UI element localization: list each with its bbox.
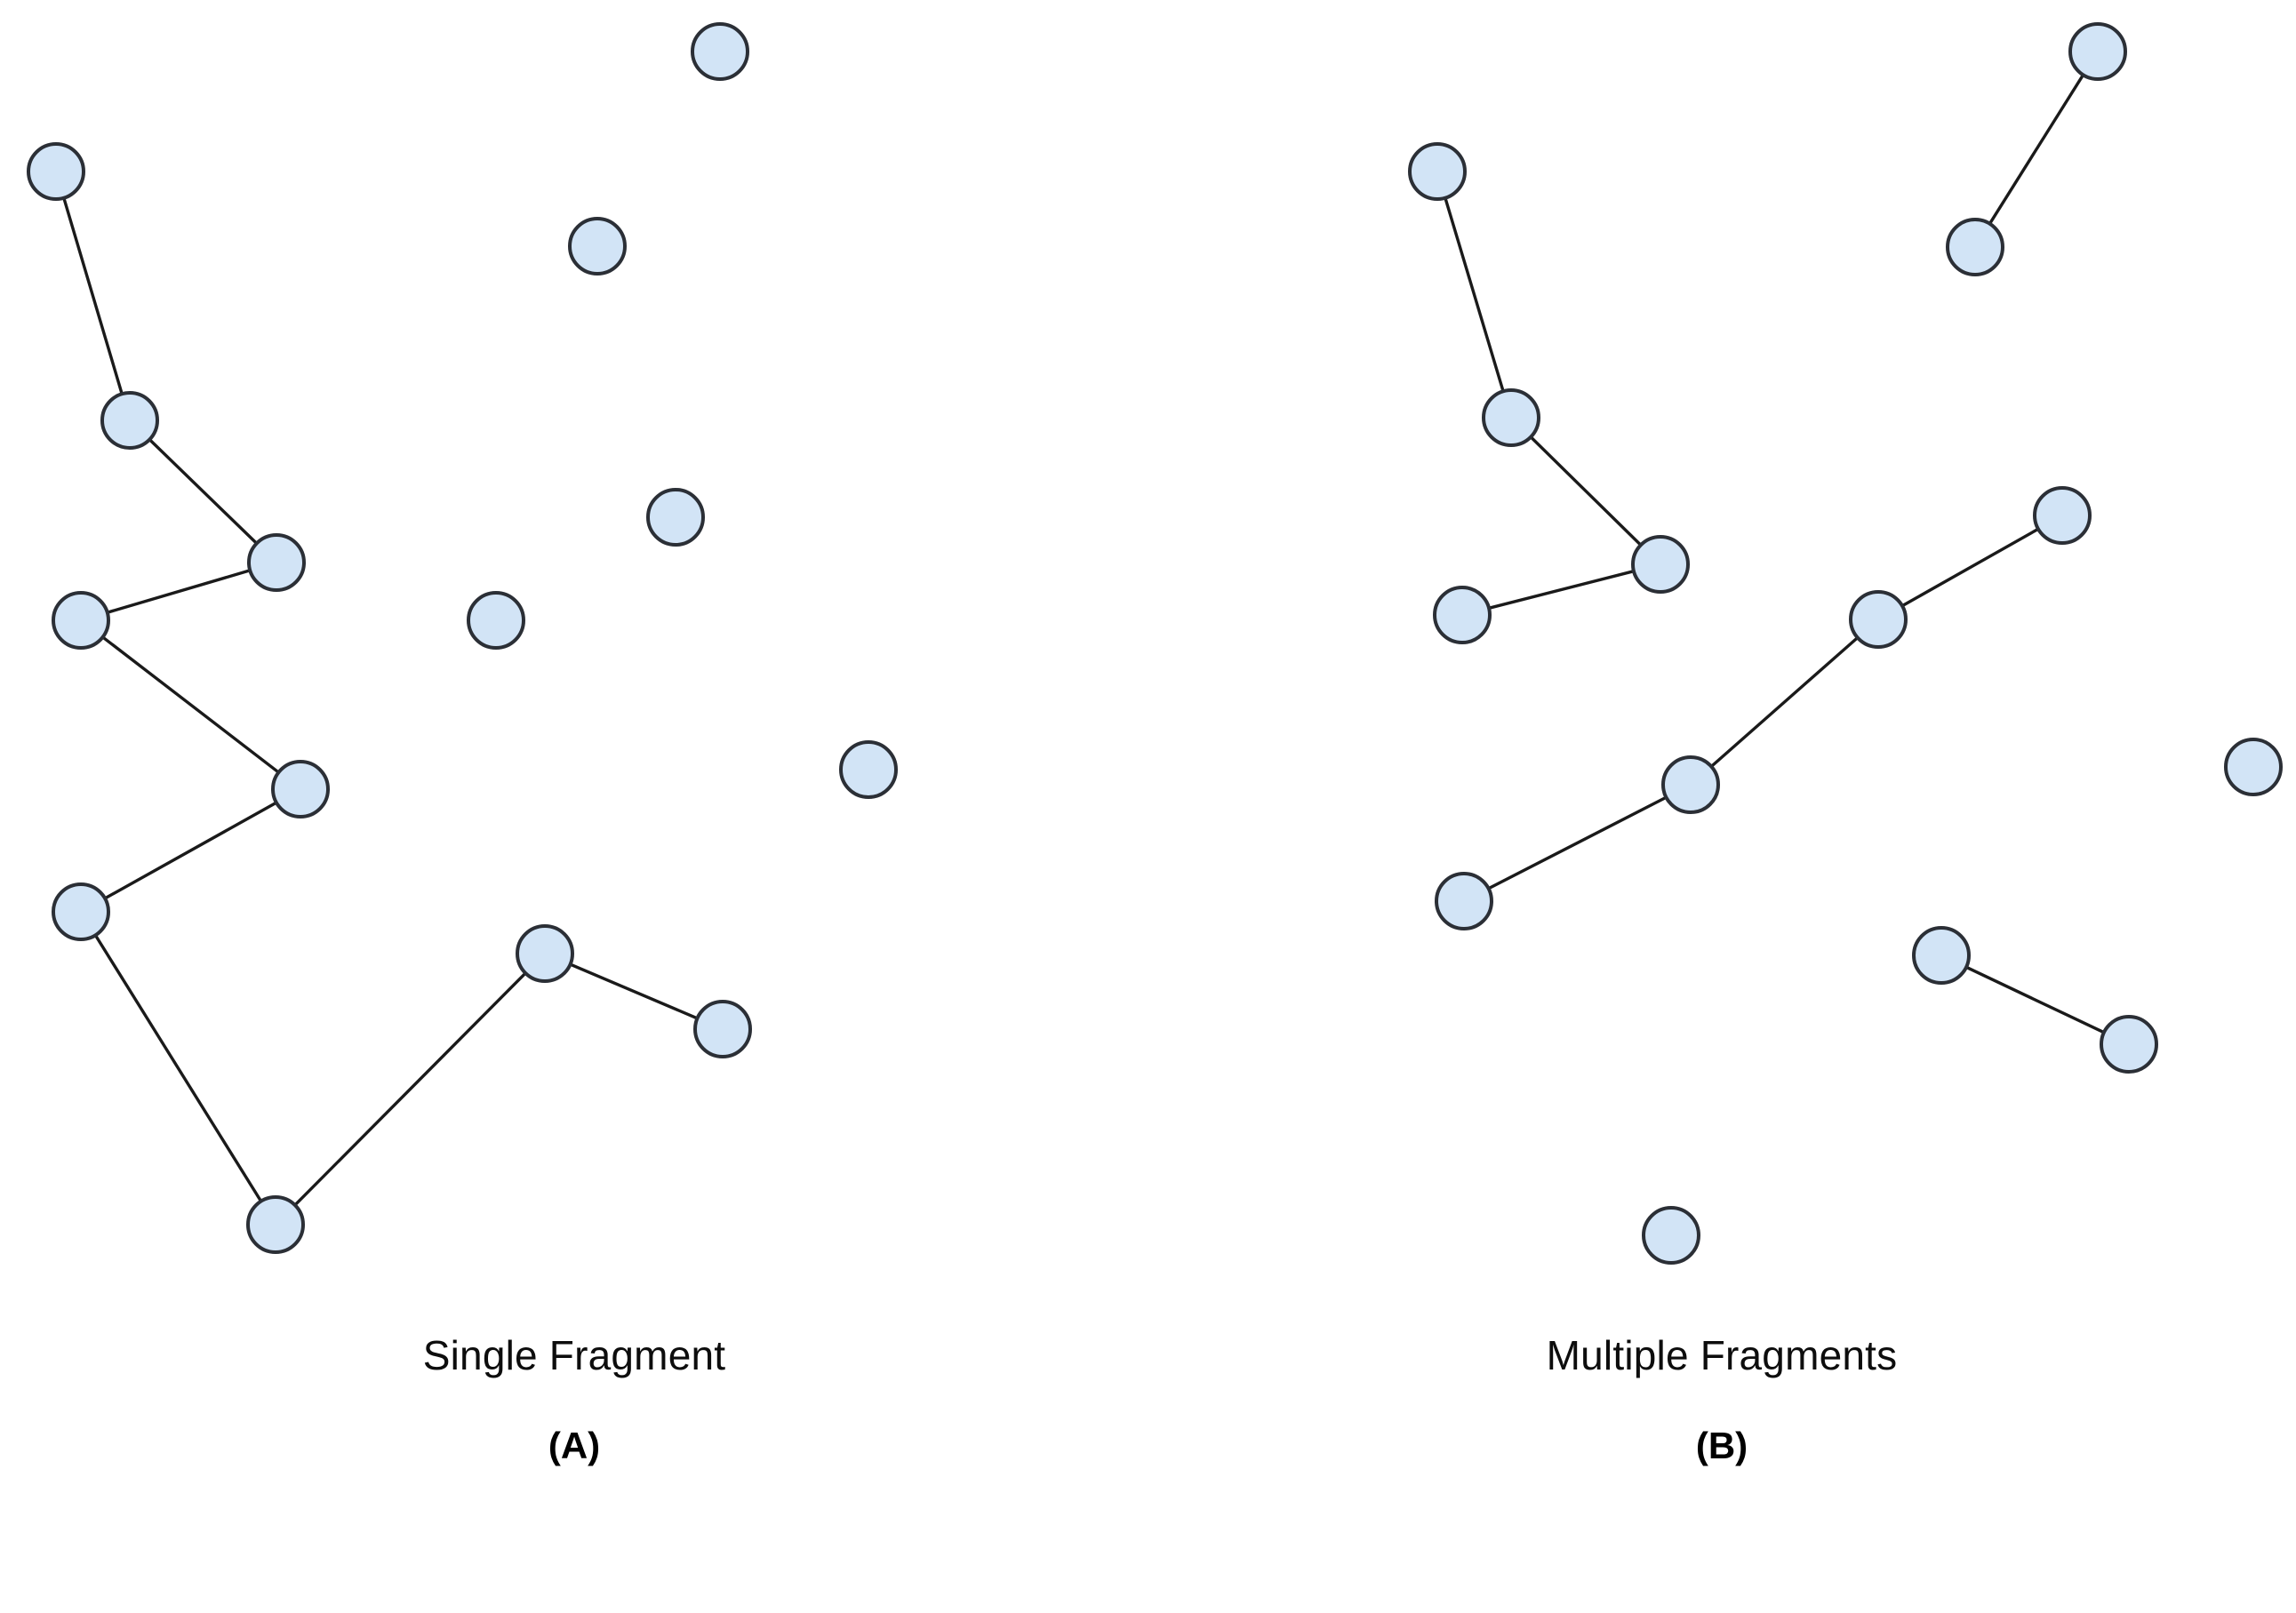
graph-edge: [1964, 965, 2106, 1034]
graph-edge: [1487, 569, 1636, 611]
graph-edge: [1529, 435, 1643, 547]
graph-edge: [1988, 73, 2085, 226]
caption-panel-b: Multiple Fragments (B): [1148, 1333, 2296, 1467]
graph-canvas-a: [27, 22, 898, 1254]
graph-edge: [148, 437, 259, 546]
graph-node[interactable]: [1912, 926, 1971, 985]
graph-node[interactable]: [691, 22, 749, 81]
graph-node[interactable]: [271, 760, 330, 818]
graph-node[interactable]: [1849, 590, 1908, 649]
graph-edge: [1709, 635, 1860, 769]
graph-canvas-b: [1408, 22, 2283, 1265]
graph-node[interactable]: [1433, 586, 1492, 644]
edge-layer: [1443, 73, 2106, 1034]
panel-a-tag: (A): [548, 1424, 601, 1466]
graph-node[interactable]: [1482, 388, 1540, 447]
graph-node[interactable]: [1946, 218, 2004, 276]
graph-node[interactable]: [2100, 1015, 2158, 1074]
caption-panel-a: Single Fragment (A): [0, 1333, 1148, 1467]
graph-node[interactable]: [246, 1195, 305, 1254]
graph-node[interactable]: [1435, 872, 1493, 930]
graph-edge: [100, 635, 281, 775]
graph-node[interactable]: [467, 591, 525, 650]
node-layer: [27, 22, 898, 1254]
graph-edge: [106, 568, 252, 615]
graph-node[interactable]: [27, 142, 85, 201]
panel-b-title: Multiple Fragments: [1546, 1332, 1898, 1378]
graph-node[interactable]: [646, 488, 705, 547]
graph-node[interactable]: [1642, 1206, 1700, 1265]
graph-node[interactable]: [2068, 22, 2127, 81]
graph-edge: [292, 971, 528, 1207]
graph-edge: [1486, 795, 1668, 890]
panel-a-title: Single Fragment: [422, 1332, 726, 1378]
graph-edge: [1900, 527, 2040, 608]
graph-node[interactable]: [1631, 535, 1690, 594]
graph-node[interactable]: [52, 882, 110, 941]
graph-node[interactable]: [1408, 142, 1467, 201]
graph-edge: [93, 933, 263, 1203]
graph-node[interactable]: [516, 924, 574, 983]
graph-edge: [1443, 196, 1506, 393]
graph-node[interactable]: [2033, 486, 2092, 545]
panel-single-fragment: [0, 0, 1148, 1333]
graph-edge: [61, 196, 124, 395]
graph-node[interactable]: [100, 391, 159, 450]
graph-node[interactable]: [247, 533, 306, 592]
graph-edge: [568, 962, 700, 1020]
node-layer: [1408, 22, 2283, 1265]
panel-multiple-fragments: [1148, 0, 2296, 1333]
graph-node[interactable]: [839, 740, 898, 799]
graph-node[interactable]: [52, 591, 110, 650]
edge-layer: [61, 196, 700, 1207]
graph-node[interactable]: [693, 1000, 752, 1058]
graph-node[interactable]: [1661, 755, 1720, 814]
panel-b-tag: (B): [1695, 1424, 1748, 1466]
graph-node[interactable]: [568, 217, 627, 275]
graph-node[interactable]: [2224, 738, 2283, 796]
graph-edge: [103, 801, 278, 900]
